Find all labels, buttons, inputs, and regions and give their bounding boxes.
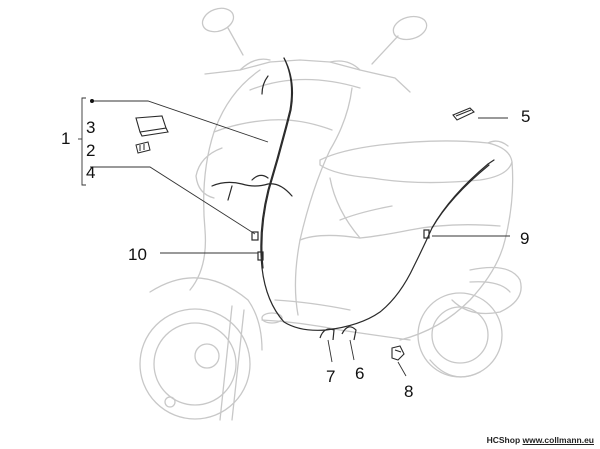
part-2-connector [135,141,151,154]
callout-8: 8 [404,382,414,401]
callout-10: 10 [128,245,147,264]
callout-4: 4 [86,163,96,182]
callout-3: 3 [86,118,96,137]
callout-9: 9 [520,229,530,248]
callout-6: 6 [355,364,365,383]
leader-lines [78,97,510,377]
callout-5: 5 [521,107,531,126]
callout-1: 1 [61,129,71,148]
part-8-clip [391,345,405,361]
cable-harness [211,57,495,331]
callout-2: 2 [86,141,96,160]
watermark: HCShop www.collmann.eu [487,435,594,445]
clip-6 [341,326,357,341]
scooter-outline [139,7,522,421]
part-5-strip [452,107,475,121]
cable-clips [319,326,357,341]
clip-7 [319,328,335,341]
part-3-box [135,115,169,137]
watermark-brand: HCShop [486,435,521,445]
watermark-url[interactable]: www.collmann.eu [522,435,594,445]
callout-7: 7 [326,367,336,386]
group-bullet [90,99,94,103]
